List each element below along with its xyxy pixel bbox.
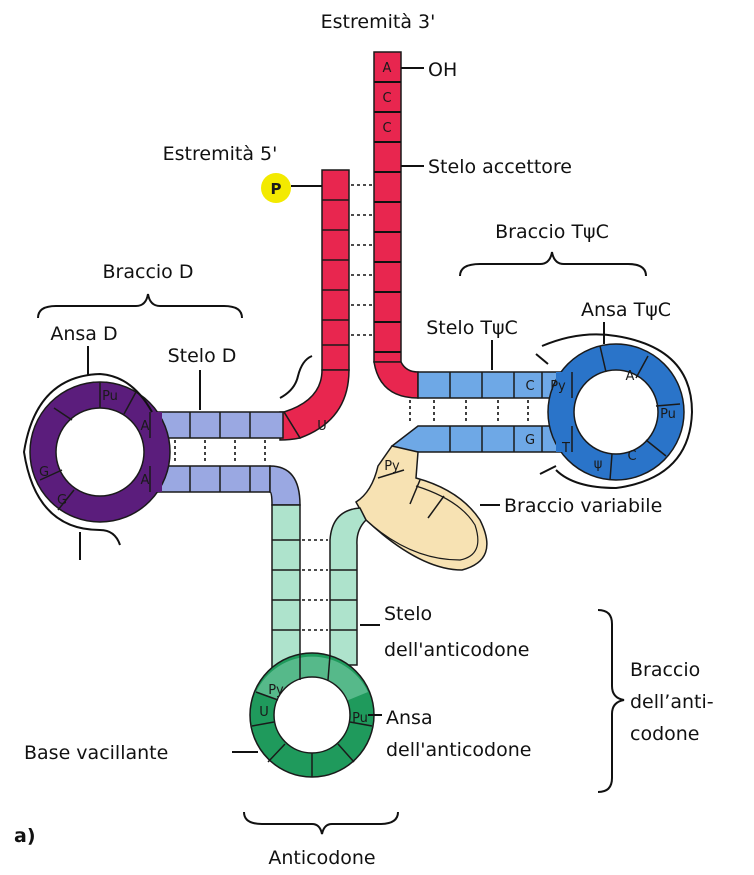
tpsic-stem-label: Stelo TψC [426, 317, 518, 339]
wobble-base-label: Base vacillante [24, 742, 168, 764]
base-py-anticodon: Py [268, 683, 284, 698]
acceptor-stem [280, 52, 418, 440]
base-c2-tpsic: C [627, 449, 636, 464]
base-t-tpsic: T [561, 441, 570, 456]
base-a-tpsic: A [626, 369, 635, 384]
base-a-acceptor: A [383, 61, 392, 76]
variable-arm-label: Braccio variabile [504, 495, 662, 517]
anticodon-stem [272, 505, 366, 670]
base-u-anticodon: U [259, 705, 269, 720]
d-stem [158, 412, 300, 505]
base-a-dloop-top: A [141, 419, 150, 434]
d-loop-label: Ansa D [50, 323, 117, 345]
acceptor-stem-label: Stelo accettore [428, 156, 572, 178]
base-c2-acceptor: C [382, 121, 391, 136]
anticodon-arm-label-2: dell’anti- [630, 691, 714, 713]
d-arm-label: Braccio D [103, 261, 194, 283]
base-g1-dloop: G [39, 465, 49, 480]
anticodon-loop-label-1: Ansa [386, 707, 433, 729]
tpsic-arm-label: Braccio TψC [495, 221, 609, 243]
base-py-tpsic: Py [550, 379, 566, 394]
oh-label: OH [428, 59, 457, 81]
anticodon-label: Anticodone [268, 847, 375, 869]
base-g-tpsic: G [525, 433, 535, 448]
base-pu-tpsic: Pu [660, 407, 676, 422]
anticodon-arm-label-1: Braccio [630, 659, 700, 681]
variable-arm [356, 446, 487, 570]
anticodon-arm-label-3: codone [630, 723, 700, 745]
base-c1-acceptor: C [382, 91, 391, 106]
tpsic-loop-label: Ansa TψC [581, 299, 671, 321]
base-psi-tpsic: ψ [594, 457, 603, 472]
anticodon-loop-label-2: dell'anticodone [386, 739, 531, 761]
base-g2-dloop: G [57, 493, 67, 508]
base-pu-dloop: Pu [102, 389, 118, 404]
base-pu-anticodon: Pu [352, 711, 368, 726]
d-stem-label: Stelo D [168, 345, 237, 367]
tpsic-stem [392, 372, 568, 452]
anticodon-stem-label-2: dell'anticodone [384, 639, 529, 661]
phosphate-label: P [271, 180, 282, 198]
base-a-dloop-bottom: A [141, 473, 150, 488]
end3-label: Estremità 3' [321, 11, 436, 33]
anticodon-stem-label-1: Stelo [384, 603, 432, 625]
base-u-junction: U [317, 419, 327, 434]
panel-label: a) [14, 825, 36, 847]
base-py-variable: Py [384, 459, 400, 474]
end5-label: Estremità 5' [163, 143, 278, 165]
base-c-tpsic: C [525, 379, 534, 394]
